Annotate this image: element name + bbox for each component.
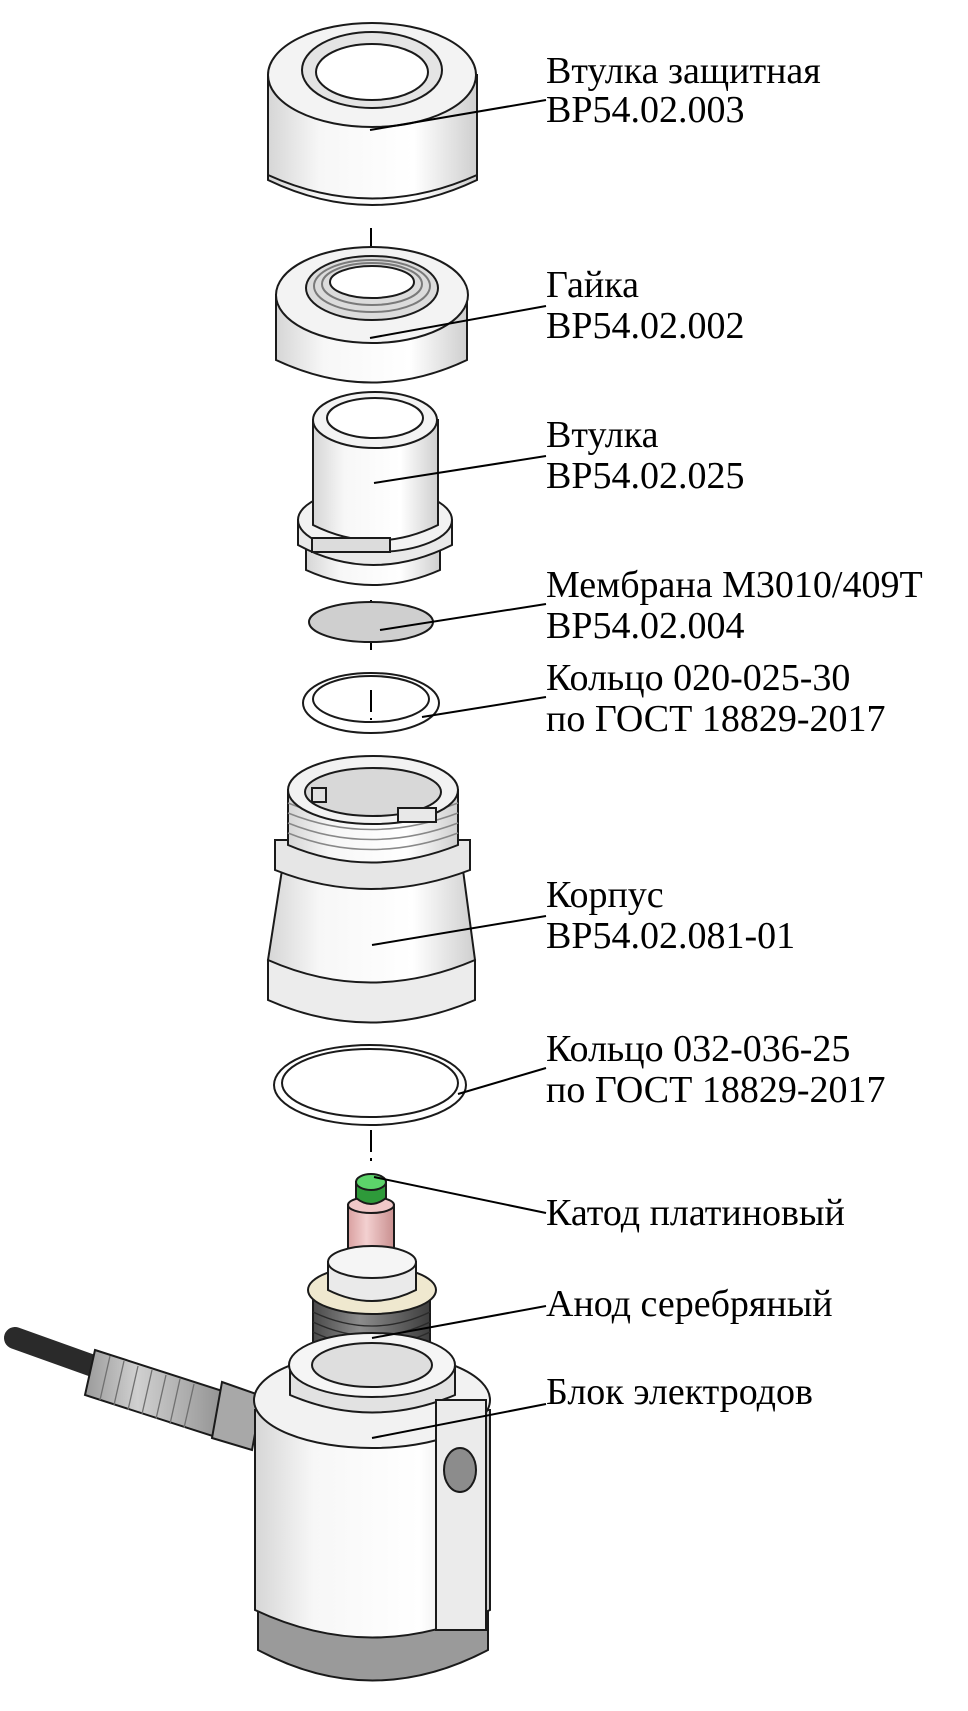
leader-line (371, 1403, 547, 1439)
label-nut-name: Гайка (546, 264, 639, 306)
leader-line (369, 99, 547, 131)
label-ring-large-name: Кольцо 032-036-25 (546, 1028, 850, 1070)
body-part (266, 755, 477, 1024)
label-body-name: Корпус (546, 874, 664, 916)
label-membrane-code: ВР54.02.004 (546, 605, 744, 647)
label-nut-code: ВР54.02.002 (546, 305, 744, 347)
label-anode: Анод серебряный (546, 1283, 833, 1325)
leader-line (379, 603, 547, 631)
leader-line (373, 1176, 547, 1214)
label-sleeve-code: ВР54.02.025 (546, 455, 744, 497)
label-body-code: ВР54.02.081-01 (546, 915, 795, 957)
large-o-ring-part (273, 1044, 467, 1126)
leader-line (371, 1305, 547, 1339)
label-sleeve-protective-code: ВР54.02.003 (546, 89, 744, 131)
label-sleeve-name: Втулка (546, 414, 659, 456)
protective-sleeve-part (267, 22, 478, 206)
small-o-ring-part (302, 672, 440, 734)
electrode-block-part (4, 1327, 491, 1682)
label-sleeve-protective-name: Втулка защитная (546, 50, 821, 92)
leader-line (457, 1067, 547, 1095)
nut-part (275, 246, 469, 384)
label-ring-small-standard: по ГОСТ 18829-2017 (546, 698, 885, 740)
part-labels: Втулка защитная ВР54.02.003 Гайка ВР54.0… (546, 50, 923, 1413)
leader-line (369, 305, 547, 339)
membrane-part (308, 601, 434, 643)
label-cathode: Катод платиновый (546, 1192, 845, 1234)
label-ring-large-standard: по ГОСТ 18829-2017 (546, 1069, 885, 1111)
leader-line (421, 696, 547, 718)
label-membrane-name: Мембрана М3010/409Т (546, 564, 923, 606)
leader-line (373, 455, 547, 484)
leader-lines (369, 99, 547, 1439)
label-ring-small-name: Кольцо 020-025-30 (546, 657, 850, 699)
sleeve-part (297, 391, 453, 586)
leader-line (371, 915, 547, 946)
label-electrode-block: Блок электродов (546, 1371, 813, 1413)
